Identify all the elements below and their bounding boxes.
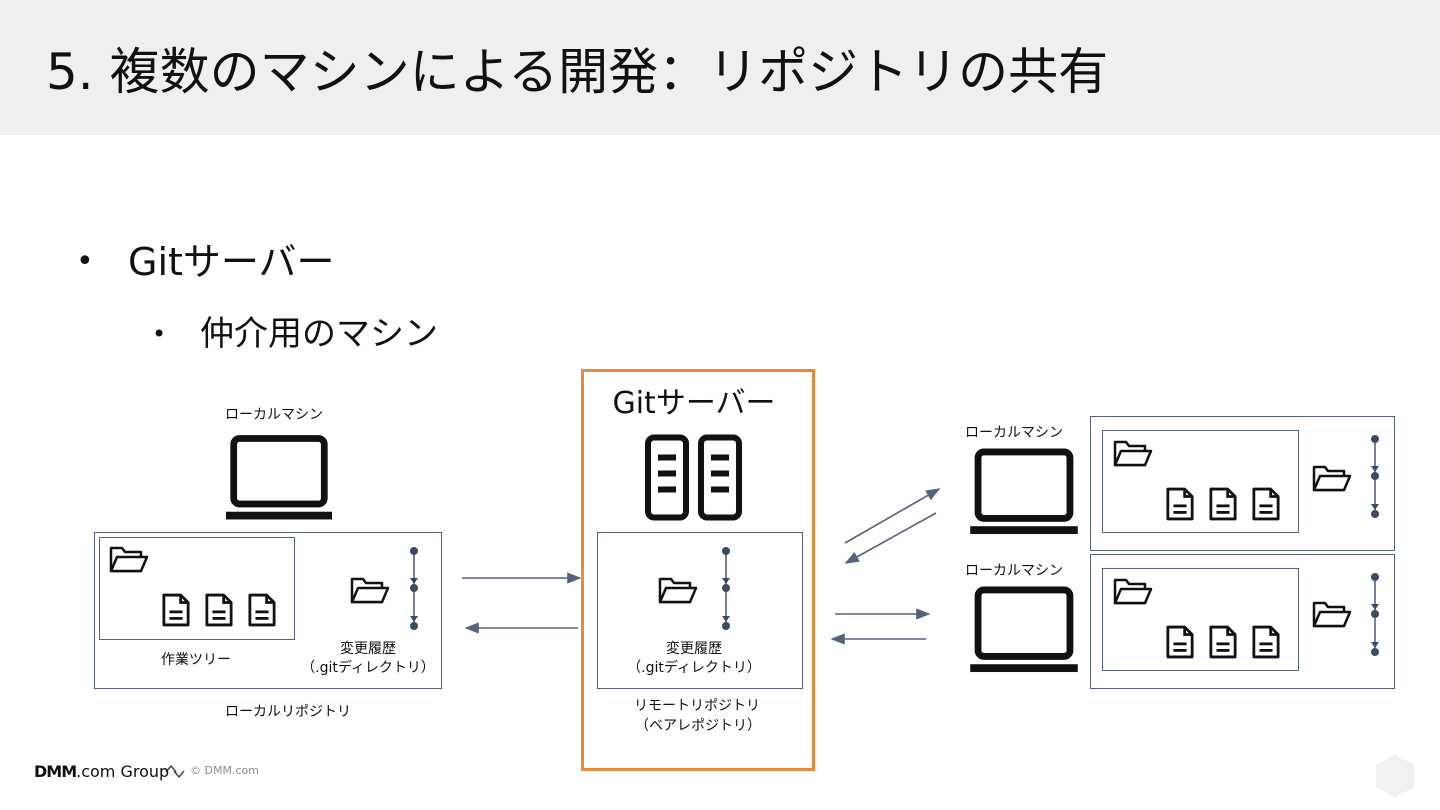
slide-header: 5. 複数のマシンによる開発：リポジトリの共有 <box>0 0 1440 135</box>
left-history-label: 変更履歴 <box>340 641 396 657</box>
folder-icon-left-git <box>350 577 390 604</box>
document-icon-left-1 <box>162 593 190 627</box>
folder-icon-server <box>658 577 698 604</box>
commit-history-icon-left <box>409 546 419 631</box>
document-icon-right-bottom-2 <box>1209 625 1237 659</box>
folder-icon-right-bottom-tree <box>1113 578 1153 605</box>
server-icon-2 <box>701 438 739 518</box>
bare-repository-label: （ベアレポジトリ） <box>635 718 761 734</box>
document-icon-left-2 <box>205 593 233 627</box>
git-server-title: Gitサーバー <box>612 386 776 421</box>
folder-icon-right-top-tree <box>1113 440 1153 467</box>
working-tree-box <box>99 537 295 640</box>
server-git-dir-label: （.gitディレクトリ） <box>627 660 761 676</box>
server-icon-1 <box>648 438 686 518</box>
hexagon-decoration-icon <box>1376 754 1414 798</box>
folder-icon-right-bottom-git <box>1312 601 1352 628</box>
footer-copyright: © DMM.com <box>190 764 259 777</box>
bullet-git-server: Gitサーバー <box>128 240 335 284</box>
right-top-working-tree-box <box>1102 430 1299 533</box>
down-arrow-icon <box>173 770 185 779</box>
left-git-dir-label: （.gitディレクトリ） <box>301 660 435 676</box>
laptop-icon-right-bottom <box>970 590 1078 672</box>
right-top-repo-box <box>1090 416 1395 551</box>
arrow-from-right-top <box>844 512 937 564</box>
local-repository-box <box>94 532 442 689</box>
folder-icon-right-top-git <box>1312 465 1352 492</box>
up-arrow-icon <box>165 764 177 773</box>
footer-brand-suffix: .com Group <box>76 762 170 781</box>
bullet-dot-1: • <box>76 244 94 279</box>
laptop-icon-left <box>226 438 332 519</box>
working-tree-label: 作業ツリー <box>161 652 231 668</box>
left-machine-label: ローカルマシン <box>225 407 323 423</box>
right-top-machine-label: ローカルマシン <box>965 425 1063 441</box>
git-server-box <box>581 369 815 771</box>
document-icon-right-top-2 <box>1209 487 1237 521</box>
laptop-icon-right-top <box>970 452 1078 534</box>
bullet-intermediary-machine: 仲介用のマシン <box>200 314 438 354</box>
server-history-label: 変更履歴 <box>666 641 722 657</box>
document-icon-left-3 <box>248 593 276 627</box>
document-icon-right-bottom-3 <box>1252 625 1280 659</box>
document-icon-right-top-3 <box>1252 487 1280 521</box>
right-bottom-repo-box <box>1090 554 1395 689</box>
slide-title: 5. 複数のマシンによる開発：リポジトリの共有 <box>46 43 1109 101</box>
local-repository-label: ローカルリポジトリ <box>225 704 351 720</box>
footer-brand-logo: DMM.com Group <box>34 762 169 782</box>
commit-history-icon-server <box>721 546 731 631</box>
bullet-dot-2: • <box>152 320 167 348</box>
commit-history-icon-right-top <box>1370 434 1380 519</box>
commit-history-icon-right-bottom <box>1370 572 1380 657</box>
remote-repository-box <box>597 532 803 689</box>
arrow-to-right-top <box>844 488 941 544</box>
document-icon-right-top-1 <box>1166 487 1194 521</box>
right-bottom-machine-label: ローカルマシン <box>965 563 1063 579</box>
remote-repository-label: リモートリポジトリ <box>634 698 760 714</box>
right-bottom-working-tree-box <box>1102 568 1299 671</box>
folder-icon-left-tree <box>109 546 149 573</box>
document-icon-right-bottom-1 <box>1166 625 1194 659</box>
footer-brand: DMM <box>34 762 77 781</box>
